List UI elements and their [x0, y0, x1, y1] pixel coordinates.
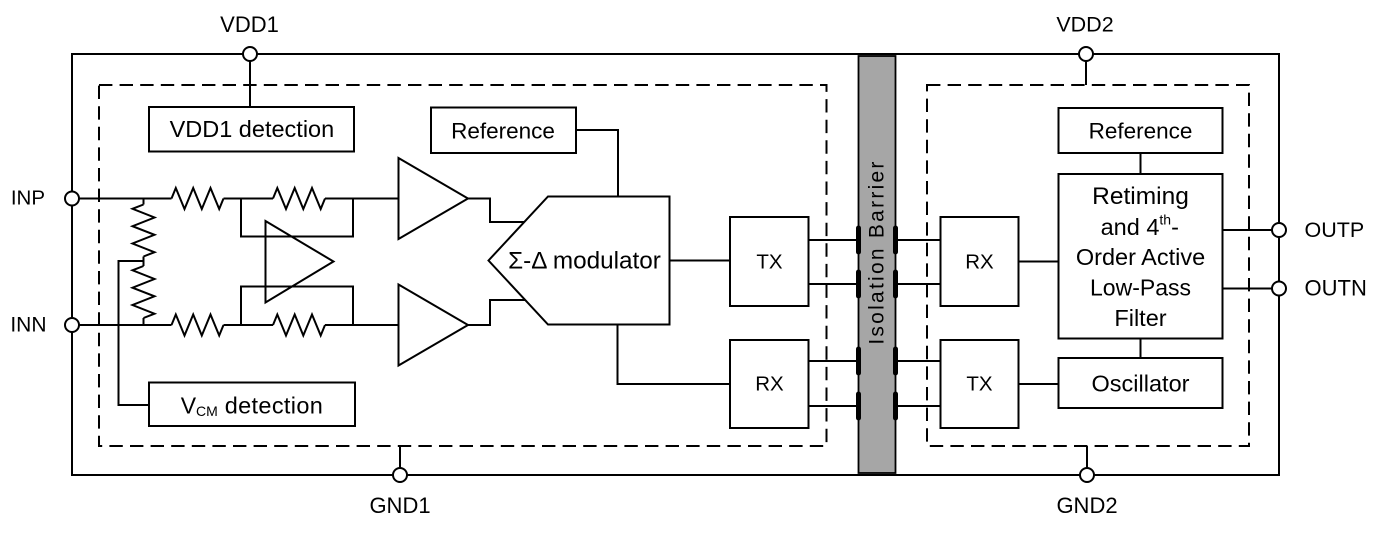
svg-text:VDD1 detection: VDD1 detection — [170, 116, 335, 142]
svg-text:GND2: GND2 — [1056, 493, 1117, 518]
svg-text:RX: RX — [965, 250, 994, 273]
svg-text:RX: RX — [755, 373, 784, 396]
svg-text:Low-Pass: Low-Pass — [1090, 274, 1191, 300]
svg-text:Filter: Filter — [1114, 305, 1166, 331]
svg-text:Retiming: Retiming — [1092, 183, 1189, 210]
svg-text:OUTP: OUTP — [1305, 218, 1365, 242]
svg-text:OUTN: OUTN — [1305, 276, 1367, 301]
svg-text:VDD2: VDD2 — [1056, 12, 1113, 36]
svg-text:VDD1: VDD1 — [220, 12, 279, 37]
svg-text:INN: INN — [10, 314, 46, 337]
svg-text:Order Active: Order Active — [1076, 244, 1205, 270]
svg-text:INP: INP — [11, 186, 45, 209]
svg-text:and 4th-: and 4th- — [1101, 211, 1179, 239]
svg-text:TX: TX — [966, 373, 993, 396]
svg-text:Σ-Δ modulator: Σ-Δ modulator — [508, 248, 661, 275]
svg-text:GND1: GND1 — [369, 493, 430, 518]
svg-text:Isolation Barrier: Isolation Barrier — [866, 159, 889, 344]
svg-text:Reference: Reference — [451, 118, 555, 143]
svg-text:Oscillator: Oscillator — [1092, 371, 1190, 397]
svg-text:Reference: Reference — [1089, 118, 1193, 143]
svg-text:TX: TX — [756, 250, 783, 273]
